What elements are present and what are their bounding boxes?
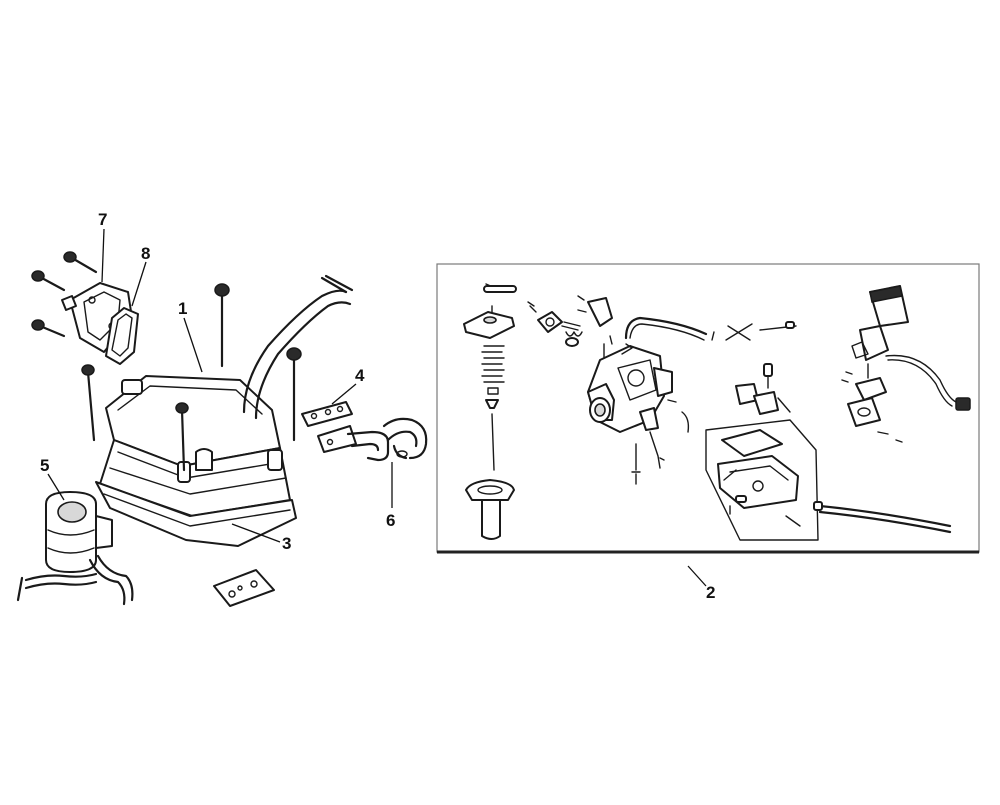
part-6-intake-pipe: [317, 417, 428, 462]
base-gasket: [213, 569, 275, 607]
part-4-flange-gasket: [301, 401, 353, 427]
part-label-3: 3: [282, 534, 292, 553]
part-2-carburetor-box: [436, 263, 980, 554]
part-1-air-cleaner-housing: [81, 274, 354, 547]
part-label-8: 8: [141, 244, 151, 263]
part-label-1: 1: [178, 299, 188, 318]
leader-lines: [47, 228, 707, 587]
part-label-4: 4: [355, 366, 365, 385]
part-8-gasket: [105, 307, 139, 365]
part-label-6: 6: [386, 511, 396, 530]
part-label-7: 7: [98, 210, 108, 229]
part-7-cover-plate: [31, 251, 133, 353]
part-label-2: 2: [706, 583, 716, 602]
part-5-filter-pump: [16, 491, 134, 606]
part-label-5: 5: [40, 456, 50, 475]
